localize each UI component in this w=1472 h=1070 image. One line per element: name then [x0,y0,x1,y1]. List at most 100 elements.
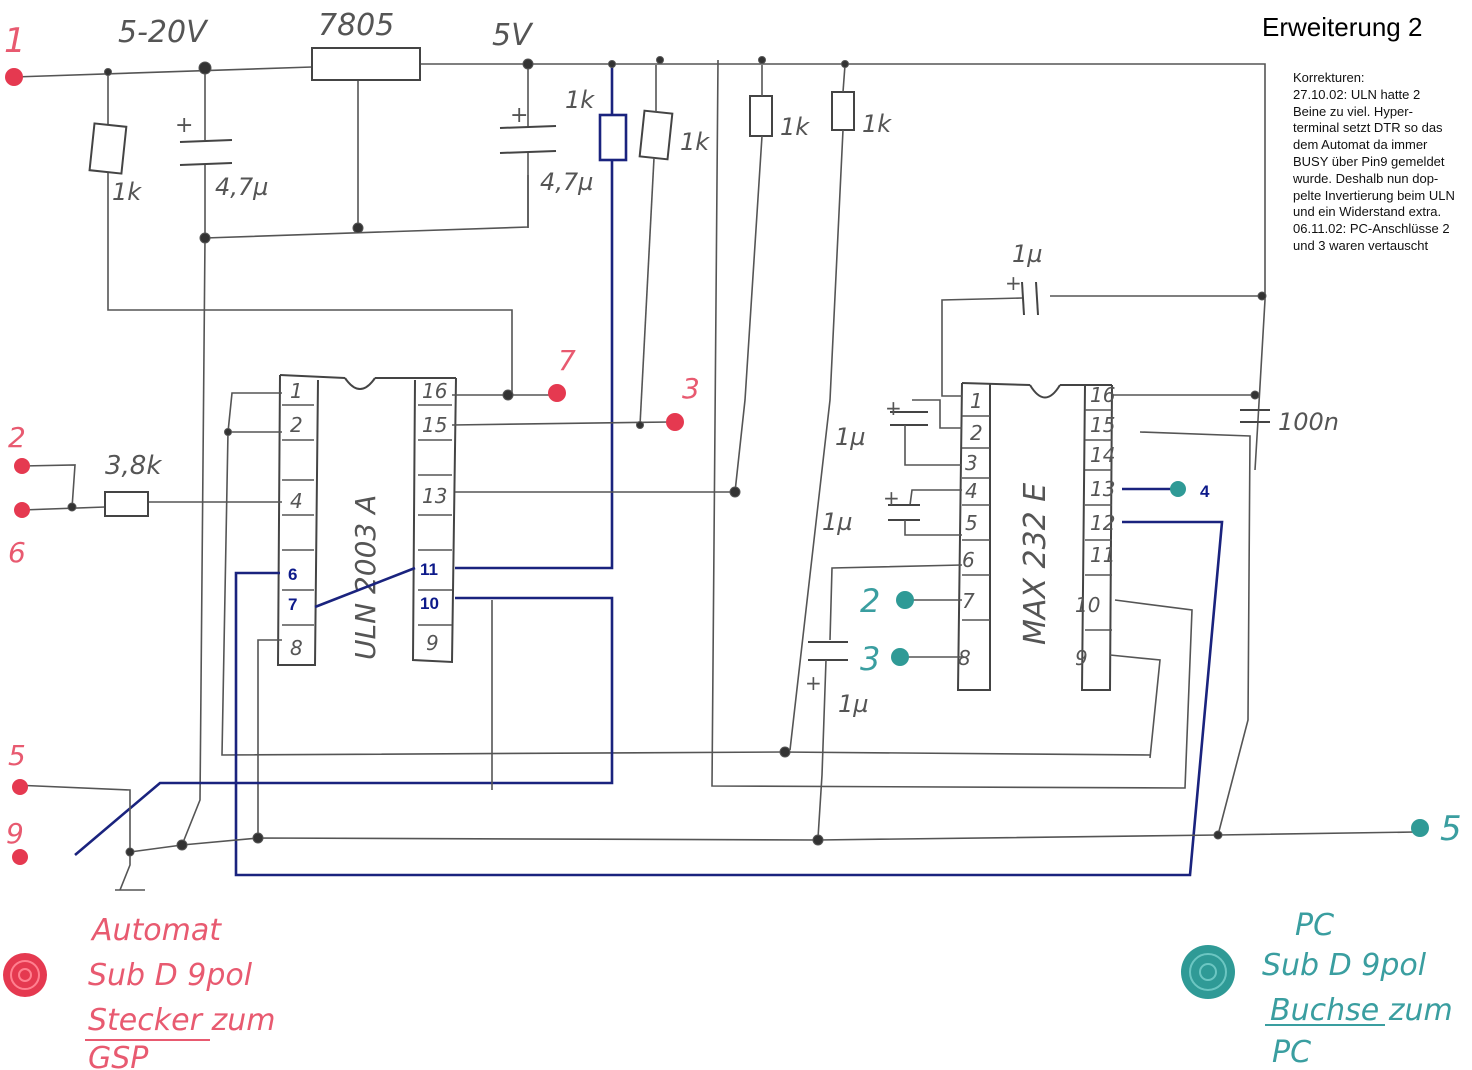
uln-correction-wires [74,520,1224,877]
automat-legend-symbol [3,953,47,997]
automat-pin-9-label: 9 [6,817,24,850]
resistor-1k-d-label: 1k [862,110,892,138]
max-pin-label: 9 [1075,646,1088,670]
pc-pin-4-dot [1170,481,1186,497]
svg-text:+: + [175,113,193,138]
pc-pin-5-dot [1411,819,1429,837]
corrections-line: Beine zu viel. Hyper- [1293,103,1413,119]
uln-wires [148,392,786,838]
supply-range-label: 5-20V [118,15,209,50]
pc-connector-pins [891,481,1429,837]
regulator-7805 [311,47,421,81]
diagram-title: Erweiterung 2 [1262,12,1423,42]
uln-pin-label: 2 [290,413,303,437]
uln2003-chip: ULN 2003 A [276,374,457,666]
resistor-1k-left-label: 1k [112,178,142,206]
max-wires [711,59,1270,839]
max232-chip: MAX 232 E [956,382,1113,691]
pc-pin-3-label: 3 [860,640,880,678]
automat-pin-1-dot [5,68,23,86]
corrections-line: und 3 waren vertauscht [1293,237,1429,253]
automat-pin-5-label: 5 [8,739,26,772]
capacitor-pin45-label: 1µ [822,508,853,536]
automat-connector-pins [5,68,684,865]
automat-pin-1-label: 1 [4,21,26,61]
max-pin-label: 10 [1075,593,1100,617]
capacitor-4u7-2-label: 4,7µ [540,168,593,196]
automat-pin-2-dot [14,458,30,474]
resistor-1k-left [88,122,128,175]
automat-pin-9-dot [12,849,28,865]
svg-text:+: + [1005,271,1022,295]
uln-pin-6-label: 6 [288,565,297,584]
corrections-line: und ein Widerstand extra. [1293,204,1442,220]
capacitor-100n-label: 100n [1278,408,1339,436]
capacitor-4u7-1-label: 4,7µ [215,173,268,201]
max-chip-label: MAX 232 E [1018,483,1053,645]
automat-pin-2-label: 2 [8,421,26,454]
corrections-line: 06.11.02: PC-Anschlüsse 2 [1293,221,1450,237]
regulator-label: 7805 [318,8,394,43]
pc-pin-2-dot [896,591,914,609]
max-pin-label: 3 [965,451,978,475]
max-pin-label: 2 [970,421,983,445]
capacitor-pin13-label: 1µ [835,423,866,451]
automat-legend-line: Automat [90,913,222,948]
corrections-line: dem Automat da immer [1293,137,1428,153]
automat-legend-line: Stecker zum [88,1003,275,1038]
max-pin-label: 16 [1090,383,1115,407]
resistor-1k-b-label: 1k [680,128,710,156]
automat-legend-line: GSP [88,1041,149,1070]
uln-pin-label: 16 [422,379,447,403]
power-supply-wires [13,63,1266,846]
max-pin-label: 13 [1090,477,1115,501]
automat-pin-3-label: 3 [682,372,700,405]
resistor-1k-c [749,95,773,137]
corrections-line: BUSY über Pin9 gemeldet [1293,153,1445,169]
uln-pin-label: 1 [290,379,303,403]
max-pin-label: 12 [1090,511,1115,535]
corrections-line: pelte Invertierung beim ULN [1293,187,1455,203]
max-pin-label: 11 [1090,543,1115,567]
uln-pin-label: 9 [426,631,439,655]
pc-legend-line: Sub D 9pol [1262,948,1427,983]
resistor-3k8-label: 3,8k [105,451,162,481]
resistor-1k-correction [455,64,628,570]
corrections-line: wurde. Deshalb nun dop- [1293,170,1439,186]
resistor-1k-correction-label: 1k [565,86,595,114]
capacitor-bottom-label: 1µ [838,690,869,718]
automat-pin-3-dot [666,413,684,431]
svg-text:+: + [510,103,528,128]
automat-pin-5-dot [12,779,28,795]
max-pin-label: 8 [958,646,971,670]
max-pin-label: 5 [965,511,978,535]
resistor-1k-d [831,91,855,131]
pc-pin-4-label: 4 [1200,482,1210,501]
corrections-line: 27.10.02: ULN hatte 2 [1293,86,1421,102]
capacitor-4u7-2: + [499,103,557,228]
max-pin-label: 4 [965,479,978,503]
max-pin-label: 7 [962,589,975,613]
uln-pin-label: 4 [290,489,303,513]
uln-pin-10-label: 10 [420,594,439,613]
uln-pin-label: 13 [422,484,447,508]
automat-pin-7-dot [548,384,566,402]
svg-text:+: + [805,671,822,695]
max-pin-label: 15 [1090,413,1115,437]
corrections-heading: Korrekturen: [1293,70,1365,85]
pc-legend-line: Buchse zum [1270,993,1453,1028]
resistor-3k8 [104,491,149,517]
max-pin-label: 1 [970,389,983,413]
corrections-line: terminal setzt DTR so das [1293,120,1443,136]
uln-chip-label: ULN 2003 A [349,495,382,660]
uln-pin-7-label: 7 [288,595,297,614]
automat-legend-line: Sub D 9pol [88,958,253,993]
supply-5v-label: 5V [492,18,534,53]
svg-text:+: + [885,396,902,420]
resistor-1k-b [638,109,674,161]
automat-pin-6-label: 6 [8,536,26,569]
pc-legend-line: PC [1272,1035,1311,1070]
corrections-note: Korrekturen: 27.10.02: ULN hatte 2 Beine… [1293,70,1471,255]
input-network [21,464,149,517]
